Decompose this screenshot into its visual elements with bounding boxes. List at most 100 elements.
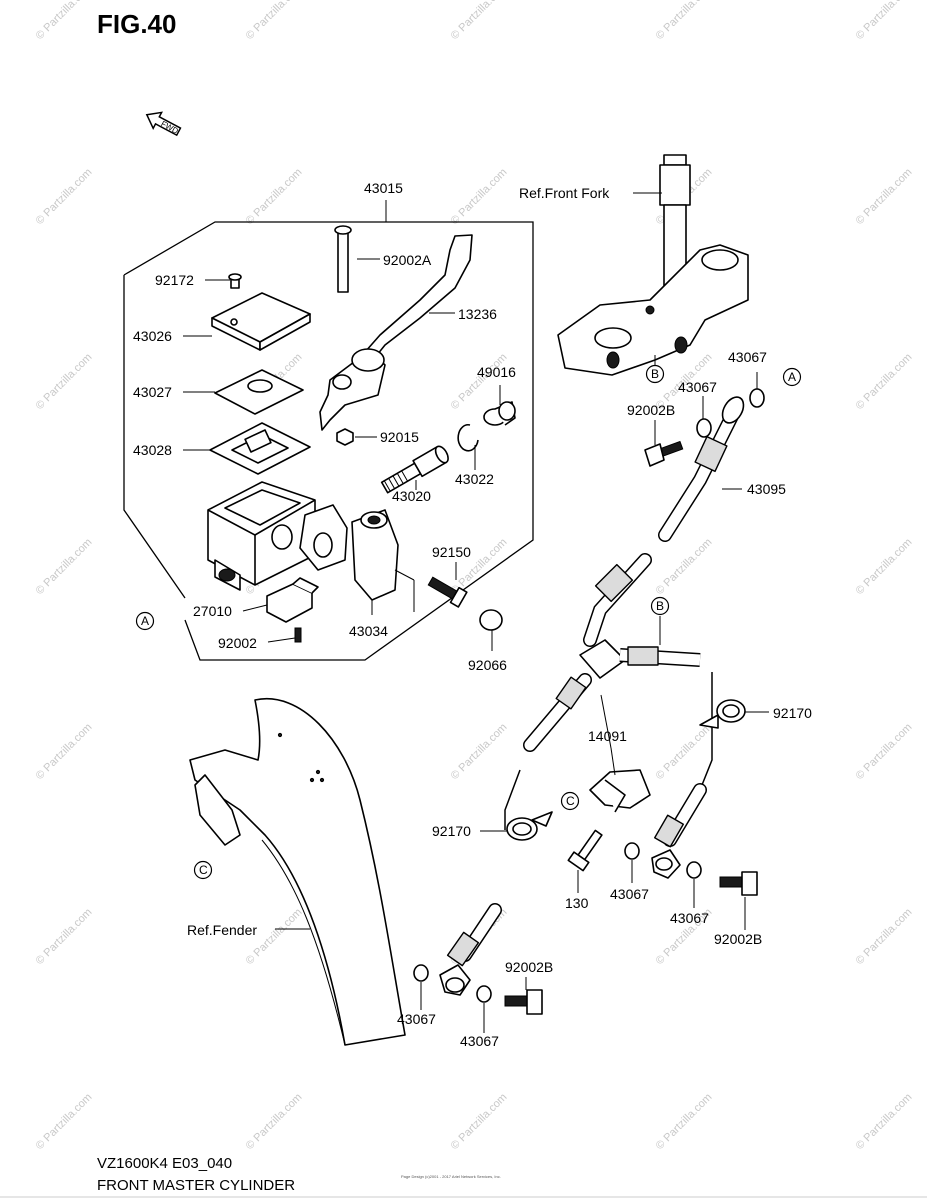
label-130: 130 [565,895,589,911]
marker-c-1: C [560,791,580,811]
label-92172: 92172 [155,272,194,288]
watermark: © Partzilla.com [34,906,95,967]
label-92002b-b: 92002B [714,931,762,947]
label-92170-b: 92170 [432,823,471,839]
steering-stem [557,154,749,376]
label-92002b-a: 92002B [627,402,675,418]
watermark: © Partzilla.com [654,536,715,597]
master-cylinder-body [207,481,316,591]
nut-92015 [336,428,354,446]
svg-text:B: B [651,367,659,381]
dust-boot [483,401,516,426]
label-ref-front-fork: Ref.Front Fork [519,185,610,201]
watermark: © Partzilla.com [654,0,715,42]
banjo-92170-right [699,699,746,729]
diaphragm-plate [214,369,304,415]
label-43028: 43028 [133,442,172,458]
watermark: © Partzilla.com [854,351,915,412]
marker-a-2: A [782,367,802,387]
label-43067-d: 43067 [670,910,709,926]
label-49016: 49016 [477,364,516,380]
marker-a-1: A [135,611,155,631]
label-43095: 43095 [747,481,786,497]
forward-arrow-icon: FWD [145,111,182,137]
label-43027: 43027 [133,384,172,400]
brake-switch [266,577,319,643]
label-43020: 43020 [392,488,431,504]
watermark: © Partzilla.com [854,906,915,967]
brake-hose-upper [583,396,745,647]
watermark: © Partzilla.com [34,166,95,227]
marker-c-2: C [193,860,213,880]
watermark: © Partzilla.com [34,0,95,42]
label-43067-e: 43067 [397,1011,436,1027]
lever-holder [299,504,399,601]
cap-92066 [479,609,503,631]
hose-clamp [589,769,651,813]
leader-lines [183,258,769,1033]
watermark: © Partzilla.com [244,166,305,227]
bolt-92002b-lower [504,989,543,1015]
watermark: © Partzilla.com [34,721,95,782]
label-14091: 14091 [588,728,627,744]
label-ref-fender: Ref.Fender [187,922,257,938]
svg-text:B: B [656,599,664,613]
svg-text:C: C [199,863,208,877]
watermark: © Partzilla.com [854,721,915,782]
bolt-92002b-upper [644,440,684,467]
footer-copyright: Page Design (c)2001 - 2017 Ariel Network… [401,1174,501,1179]
label-92002: 92002 [218,635,257,651]
watermark: © Partzilla.com [449,1091,510,1152]
watermark: © Partzilla.com [654,1091,715,1152]
bolt-92002b-right [719,871,758,896]
brake-joint [523,639,701,752]
marker-b-1: B [645,364,665,384]
label-43034: 43034 [349,623,388,639]
watermark: © Partzilla.com [854,166,915,227]
watermark: © Partzilla.com [244,1091,305,1152]
label-92002b-c: 92002B [505,959,553,975]
label-92066: 92066 [468,657,507,673]
label-43015: 43015 [364,180,403,196]
assembly-frame [123,221,534,661]
label-43026: 43026 [133,328,172,344]
watermark: © Partzilla.com [34,351,95,412]
label-92015: 92015 [380,429,419,445]
label-43067-a: 43067 [728,349,767,365]
reservoir-cap [211,292,311,351]
screw-92172 [228,273,242,289]
watermark: © Partzilla.com [654,721,715,782]
svg-text:C: C [566,794,575,808]
watermark-layer: © Partzilla.com © Partzilla.com © Partzill… [34,0,915,1152]
watermark: © Partzilla.com [449,0,510,42]
label-43067-f: 43067 [460,1033,499,1049]
pivot-bolt [334,225,352,293]
watermark: © Partzilla.com [854,536,915,597]
watermark: © Partzilla.com [854,1091,915,1152]
front-fender [189,697,406,1046]
bolt-130 [567,829,603,872]
watermark: © Partzilla.com [34,1091,95,1152]
label-92150: 92150 [432,544,471,560]
washers [413,388,765,1003]
watermark: © Partzilla.com [34,536,95,597]
brake-hose-right [651,672,713,879]
label-13236: 13236 [458,306,497,322]
label-27010: 27010 [193,603,232,619]
brake-lever [319,234,473,431]
marker-b-2: B [650,596,670,616]
svg-text:A: A [788,370,796,384]
svg-text:A: A [141,614,149,628]
label-43067-c: 43067 [610,886,649,902]
banjo-92170-left [506,811,553,841]
footer-name: FRONT MASTER CYLINDER [97,1177,295,1194]
watermark: © Partzilla.com [854,0,915,42]
label-92002a: 92002A [383,252,432,268]
brake-hose-left [439,769,521,996]
figure-number: FIG.40 [97,9,176,39]
label-92170-a: 92170 [773,705,812,721]
watermark: © Partzilla.com [244,0,305,42]
watermark: © Partzilla.com [449,166,510,227]
